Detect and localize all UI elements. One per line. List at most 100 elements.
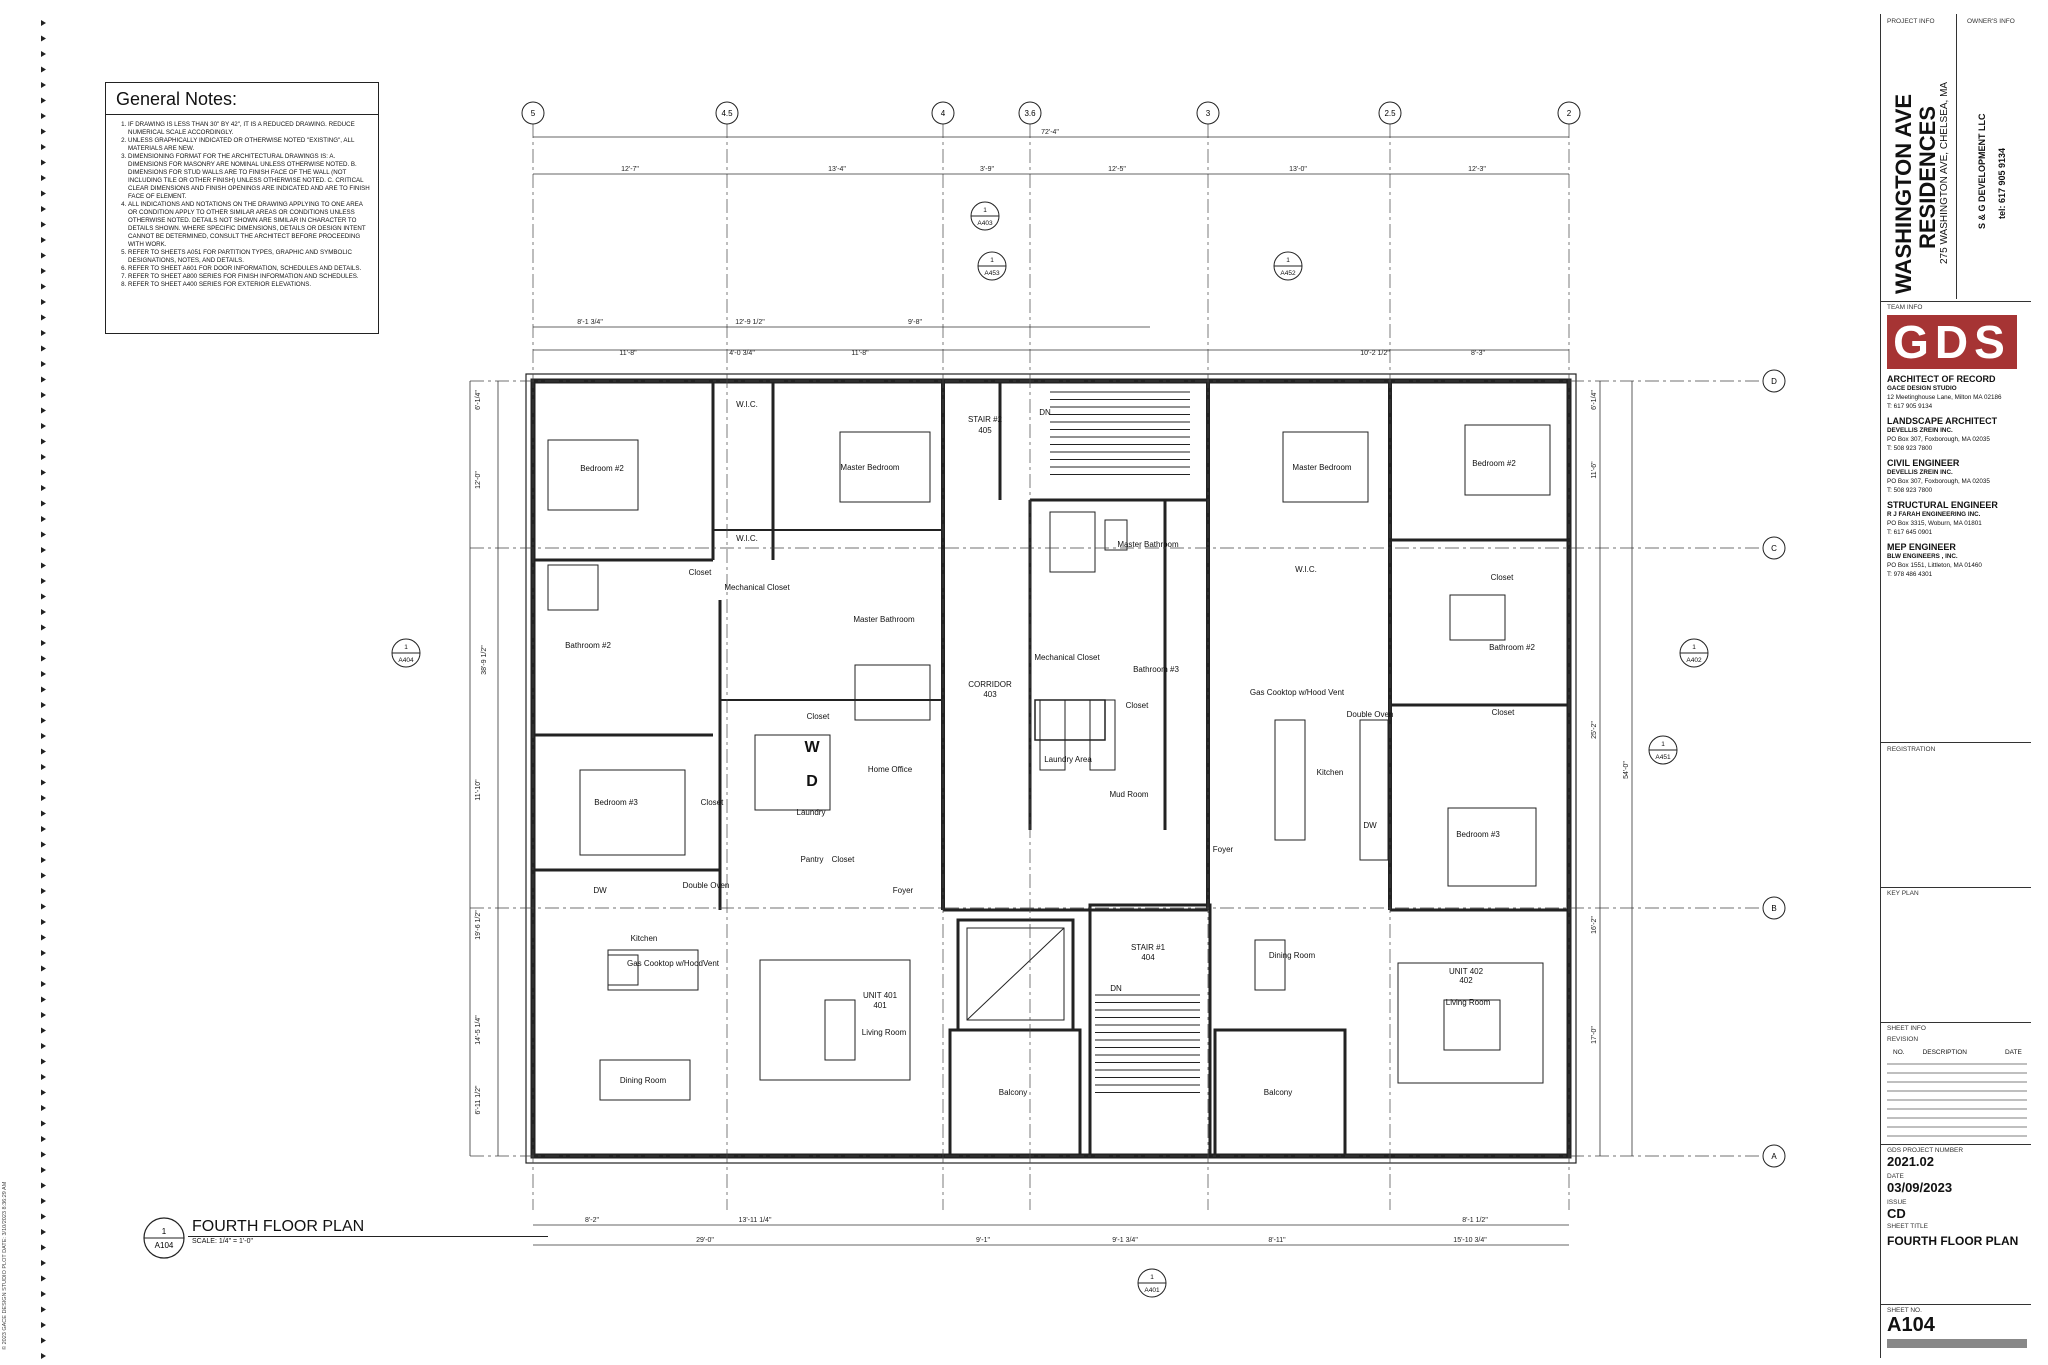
room-label-dryer: D <box>806 773 818 790</box>
note-item: REFER TO SHEET A800 SERIES FOR FINISH IN… <box>128 273 372 281</box>
edge-tick <box>41 779 46 786</box>
room-label-balcony-e: Balcony <box>1264 1088 1292 1097</box>
edge-tick <box>41 996 46 1003</box>
edge-tick <box>41 516 46 522</box>
grid-bubble <box>931 101 955 125</box>
room-label-double-oven-w: Double Oven <box>683 881 730 890</box>
grid-label: D <box>1771 377 1777 386</box>
edge-tick <box>41 609 46 615</box>
team-member: ARCHITECT OF RECORD GACE DESIGN STUDIO 1… <box>1887 375 2027 411</box>
room-label-living-e: Living Room <box>1446 998 1491 1007</box>
grid-label: 2.5 <box>1384 109 1396 118</box>
project-info-label: PROJECT INFO <box>1887 18 1935 25</box>
edge-tick <box>41 1027 46 1034</box>
edge-tick <box>41 903 46 910</box>
dim-top-seg: 3'-9" <box>980 166 994 173</box>
room-label-closet-c: Closet <box>1126 701 1149 710</box>
dim-left: 19'-6 1/2" <box>475 910 482 940</box>
edge-tick <box>41 1012 46 1018</box>
dim-top-row2: 9'-8" <box>908 319 922 326</box>
team-role: CIVIL ENGINEER <box>1887 458 1960 468</box>
team-member: LANDSCAPE ARCHITECT DEVELLIS ZREIN INC. … <box>1887 417 2027 453</box>
dim-left: 6'-11 1/2" <box>475 1085 482 1115</box>
team-member: STRUCTURAL ENGINEER R J FARAH ENGINEERIN… <box>1887 501 2027 537</box>
grid-label: 2 <box>1567 109 1572 118</box>
room-label-bedroom2-e: Bedroom #2 <box>1472 459 1516 468</box>
room-label-dining-e: Dining Room <box>1269 951 1316 960</box>
dim-bottom-row2: 9'-1 3/4" <box>1112 1237 1138 1244</box>
edge-tick <box>41 237 46 243</box>
room-label-closet-w4: Closet <box>832 855 855 864</box>
edge-tick <box>41 299 46 305</box>
edge-tick <box>41 454 46 460</box>
dim-right: 17'-0" <box>1591 1026 1598 1044</box>
dim-top-row3: 11'-8" <box>619 350 637 357</box>
edge-tick <box>41 82 46 88</box>
grid-label: 3 <box>1206 109 1211 118</box>
dim-left: 14'-5 1/4" <box>475 1015 482 1045</box>
room-label-stair1: STAIR #1 <box>1131 943 1166 952</box>
edge-tick <box>41 485 46 491</box>
issue-date: 03/09/2023 <box>1887 1180 1953 1195</box>
section-tag-sheet: A403 <box>977 220 993 227</box>
grid-label: 3.6 <box>1024 109 1036 118</box>
sheet-no-label: SHEET NO. <box>1887 1307 1922 1314</box>
edge-tick <box>41 593 46 600</box>
edge-tick <box>41 702 46 708</box>
edge-tick <box>41 888 46 894</box>
edge-tick <box>41 376 46 383</box>
dim-top-row3: 11'-8" <box>851 350 869 357</box>
team-address: PO Box 3315, Woburn, MA 01801 <box>1887 520 1982 527</box>
edge-tick <box>41 1337 46 1344</box>
edge-tick <box>41 1275 46 1282</box>
dim-bottom-row2: 15'-10 3/4" <box>1453 1237 1487 1244</box>
sheet-info-label: SHEET INFO <box>1887 1025 1926 1032</box>
edge-tick <box>41 1182 46 1189</box>
edge-tick <box>41 857 46 863</box>
room-label-mech-closet-w: Mechanical Closet <box>724 583 790 592</box>
dim-top-seg: 12'-5" <box>1108 166 1126 173</box>
general-notes-title: General Notes: <box>106 83 378 115</box>
room-label-stair2-num: 405 <box>978 426 992 435</box>
section-tag-sheet: A401 <box>1144 1287 1160 1294</box>
plan-title-tag-num: 1 <box>162 1227 167 1236</box>
room-label-mud-room: Mud Room <box>1109 790 1148 799</box>
section-tag-num: 1 <box>983 207 987 214</box>
edge-tick <box>41 671 46 677</box>
edge-tick <box>41 268 46 274</box>
dim-bottom-row2: 9'-1" <box>976 1237 990 1244</box>
edge-tick <box>41 795 46 801</box>
edge-tick <box>41 330 46 336</box>
plan-title-tag-sheet: A104 <box>155 1241 174 1250</box>
edge-tick <box>41 283 46 290</box>
sheet-title: FOURTH FLOOR PLAN <box>1887 1234 2019 1248</box>
room-label-kitchen-e: Kitchen <box>1317 768 1344 777</box>
grid-bubble <box>1378 101 1402 125</box>
edge-tick <box>41 407 46 414</box>
dim-right: 6'-1/4" <box>1591 390 1598 410</box>
room-label-mech-closet-c: Mechanical Closet <box>1034 653 1100 662</box>
issue-label: ISSUE <box>1887 1199 1907 1206</box>
edge-tick <box>41 175 46 181</box>
edge-tick <box>41 655 46 662</box>
team-firm: DEVELLIS ZREIN INC. <box>1887 469 1953 476</box>
dim-top-row2: 8'-1 3/4" <box>577 319 603 326</box>
team-tel: T: 978 486 4301 <box>1887 571 1933 578</box>
room-label-laundry-area: Laundry Area <box>1044 755 1092 764</box>
owner-name: S & G DEVELOPMENT LLC <box>1977 113 1987 229</box>
plan-title-name: FOURTH FLOOR PLAN <box>192 1218 365 1235</box>
edge-tick <box>41 361 46 367</box>
edge-tick <box>41 578 46 584</box>
edge-tick <box>41 1120 46 1127</box>
team-address: 12 Meetinghouse Lane, Milton MA 02186 <box>1887 394 2002 401</box>
edge-tick <box>41 733 46 739</box>
edge-tick <box>41 547 46 553</box>
rev-date-header: DATE <box>2004 1049 2022 1056</box>
rev-no-header: NO. <box>1893 1049 1905 1056</box>
grid-bubble <box>521 101 545 125</box>
key-plan-label: KEY PLAN <box>1887 890 1919 897</box>
room-label-unit402: UNIT 402 <box>1449 967 1484 976</box>
room-label-washer: W <box>804 739 820 756</box>
